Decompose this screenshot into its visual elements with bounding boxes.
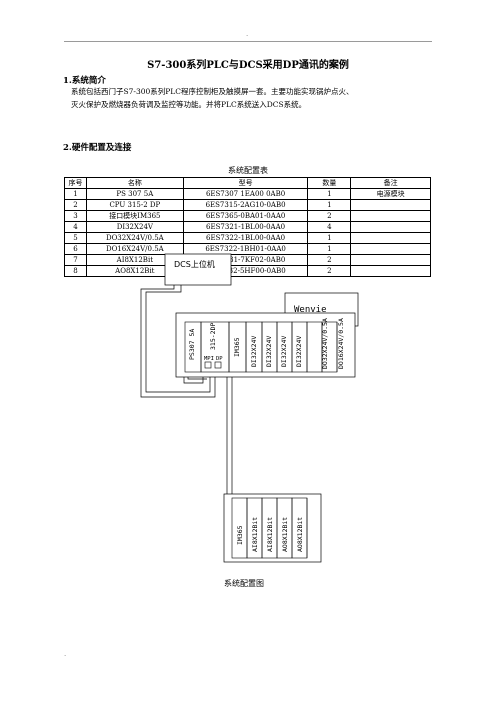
diagram-caption: 系统配置图: [224, 579, 264, 588]
header-rule: [64, 41, 432, 42]
dcs-host-box: [164, 253, 232, 286]
rack1-module-label: 315-2DP: [209, 323, 217, 350]
table-row: 1 PS 307 5A 6ES7307 1EA00 0AB0 1 电源模块: [64, 188, 431, 200]
section1-line1: 系统包括西门子S7-300系列PLC程序控制柜及触摸屏一套。主要功能实现锅炉点火…: [71, 87, 354, 96]
rack2: IM365 AI8X12Bit AI8X12Bit AO8X12Bit AO8X…: [223, 493, 322, 563]
rack1: PS307 5A 315-2DP IM365 DI32X24V DI32X24V…: [175, 312, 356, 378]
footer-dot: .: [64, 650, 67, 658]
section1-paragraph: 系统包括西门子S7-300系列PLC程序控制柜及触摸屏一套。主要功能实现锅炉点火…: [71, 85, 431, 111]
page-title: S7-300系列PLC与DCS采用DP通讯的案例: [147, 60, 349, 71]
wenvie-label: Wenvie: [294, 305, 327, 315]
rack1-module-label: DI32X24V: [250, 336, 258, 367]
table-row: 4 DI32X24V 6ES7321-1BL00-0AA0 4: [64, 221, 431, 233]
rack2-module-label: AI8X12Bit: [251, 517, 259, 552]
table-cell: [350, 265, 431, 277]
rack1-module-label: PS307 5A: [188, 329, 196, 360]
mpi-port: [204, 361, 212, 369]
table-caption: 系统配置表: [228, 166, 268, 175]
mpi-port-label: MPI: [204, 356, 214, 362]
dp-port: [214, 361, 222, 369]
table-cell: 2: [307, 265, 352, 277]
rack1-module-label: DI32X24V: [280, 336, 288, 367]
rack2-module-label: AI8X12Bit: [266, 517, 274, 552]
rack1-module-label: DO32X24V/0.5A: [321, 318, 329, 369]
rack1-module-label: DI32X24V: [295, 336, 303, 367]
section2-heading: 2.硬件配置及连接: [63, 143, 132, 153]
section1-line2: 灭火保护及燃烧器负荷调及监控等功能。并将PLC系统送入DCS系统。: [71, 100, 307, 109]
rack1-module-label: IM365: [233, 337, 241, 357]
section1-heading: 1.系统简介: [63, 76, 106, 86]
rack1-module-label: DI32X24V: [265, 336, 273, 367]
rack2-module-label: IM365: [236, 525, 244, 545]
rack2-module-label: AO8X12Bit: [296, 517, 304, 552]
table-row: 5 DO32X24V/0.5A 6ES7322-1BL00-0AA0 1: [64, 232, 431, 244]
rack2-frame: [223, 493, 322, 563]
rack1-module-label: DO16X24V/0.5A: [337, 318, 345, 369]
table-cell: 8: [64, 265, 87, 277]
header-dot: .: [246, 30, 249, 38]
dcs-host-label: DCS上位机: [174, 259, 215, 269]
table-row: 3 接口模块IM365 6ES7365-0BA01-0AA0 2: [64, 210, 431, 222]
dp-port-label: DP: [216, 356, 223, 362]
rack2-module-label: AO8X12Bit: [281, 517, 289, 552]
